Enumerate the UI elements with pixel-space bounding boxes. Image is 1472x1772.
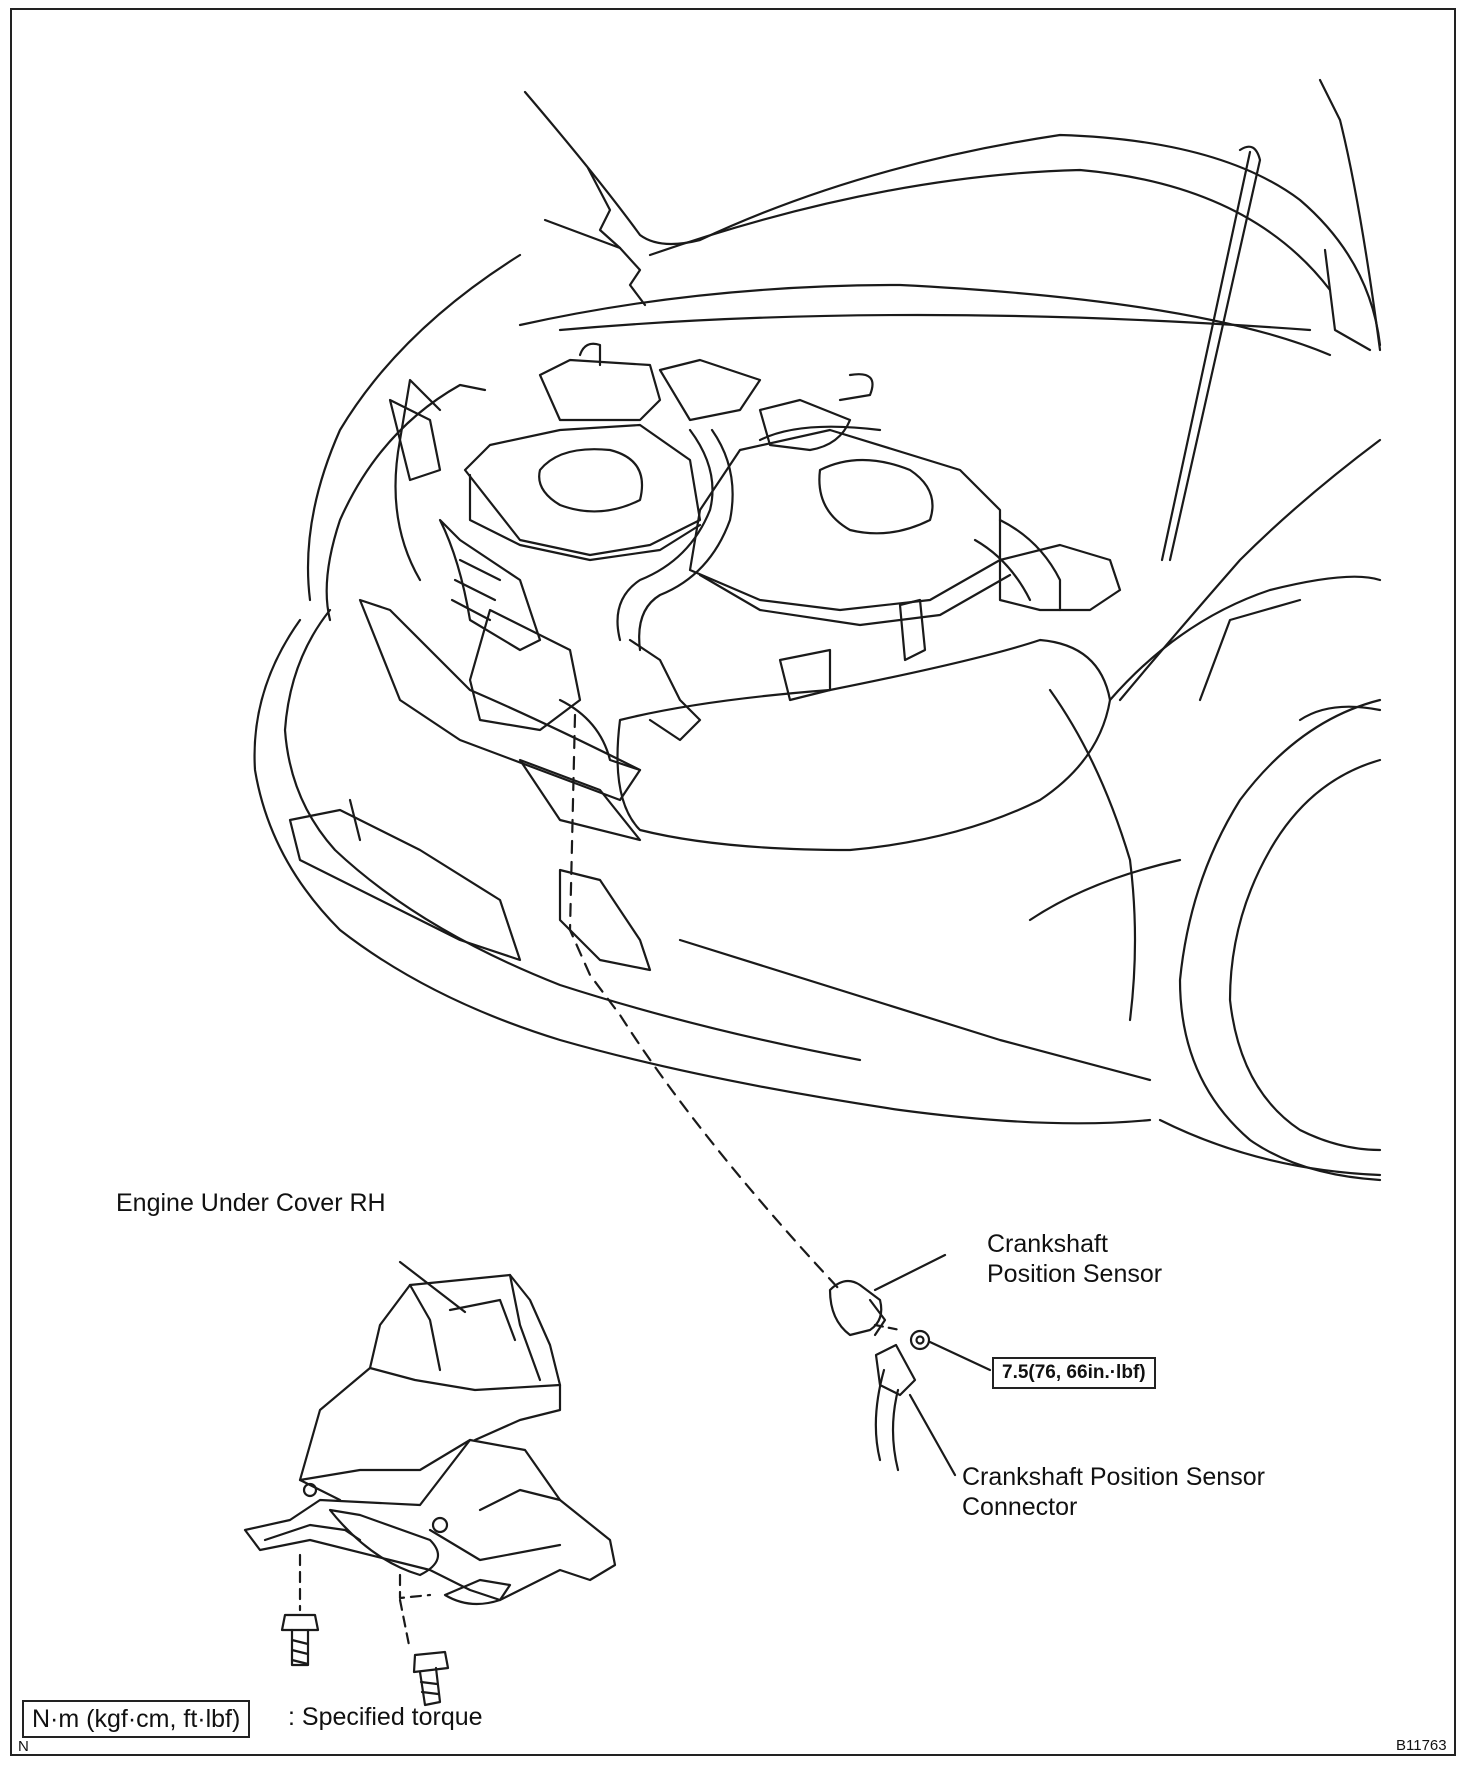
under-cover-bolts [280,1613,450,1707]
engine-bay-components [388,342,1122,772]
engine-under-cover-label: Engine Under Cover RH [116,1189,386,1217]
sensor-location-dashed-line [568,713,842,1292]
crankshaft-sensor-label-line2: Position Sensor [987,1260,1163,1288]
hood-support-rod [1160,145,1262,562]
diagram-frame [10,8,1456,1756]
hood-drawing [518,78,1382,357]
crankshaft-sensor-label-line1: Crankshaft [987,1230,1108,1258]
engine-under-cover-drawing [243,1260,617,1652]
sensor-connector-label-line1: Crankshaft Position Sensor [962,1463,1265,1491]
sensor-bolt-torque-value: 7.5(76, 66in.·lbf) [992,1357,1156,1389]
footer-left-code: N [18,1738,29,1755]
sensor-connector-label-line2: Connector [962,1493,1078,1521]
figure-id: B11763 [1396,1737,1447,1754]
car-body-drawing [253,253,1382,1182]
crankshaft-sensor-drawing [828,1253,992,1477]
torque-legend-description: : Specified torque [288,1703,483,1731]
torque-unit-legend-box: N·m (kgf·cm, ft·lbf) [22,1700,251,1738]
